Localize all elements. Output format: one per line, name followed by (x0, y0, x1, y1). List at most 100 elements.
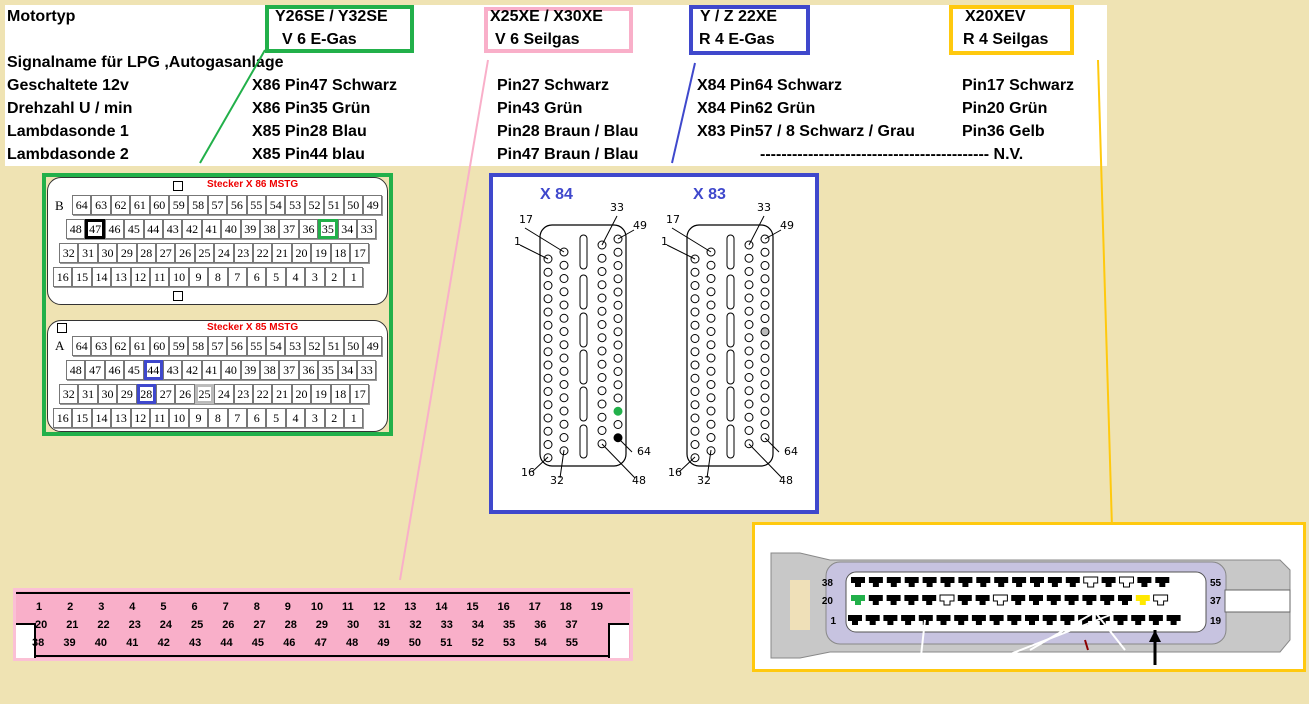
x85-pin-36: 36 (298, 360, 319, 380)
pink-pin-46: 46 (283, 637, 295, 649)
x20xev-pin-16 (1113, 615, 1128, 625)
x83-leader (706, 449, 712, 479)
x84-title: X 84 (540, 186, 573, 203)
x84-pin-2 (543, 267, 553, 277)
x85-pin-14: 14 (91, 408, 112, 428)
x84-slot (579, 274, 588, 310)
x83-pin-label: 48 (779, 474, 793, 487)
pin-number: 24 (159, 619, 173, 631)
x84-pin-54 (613, 300, 623, 310)
connector-latch (790, 580, 810, 630)
x84-pin-3 (543, 281, 553, 290)
yellow-leader-line (1097, 59, 1113, 529)
x85-pin-58: 58 (188, 336, 208, 356)
x83-pin-13 (690, 413, 700, 423)
x20xev-pin-41 (904, 577, 919, 587)
x83-pin-30 (706, 419, 716, 429)
engine-box-yellow (949, 5, 1074, 55)
x84-pin-24 (559, 340, 569, 350)
x86-pin-38: 38 (260, 219, 280, 239)
x83-pin-47 (744, 426, 754, 435)
x86-pin-12: 12 (130, 267, 150, 287)
x86-pin-23: 23 (233, 243, 253, 263)
x86-pin-21: 21 (272, 243, 292, 263)
x86-pin-52: 52 (304, 195, 325, 215)
x84-pin-31 (559, 433, 569, 442)
x84-pin-52 (613, 274, 623, 284)
x84-pin-label: 16 (521, 466, 535, 479)
x83-pin-37 (744, 293, 754, 303)
x85-pin-30: 30 (97, 384, 118, 404)
x86-pin-54: 54 (266, 195, 286, 215)
x84-pin-46 (597, 412, 607, 422)
x86-pin-28: 28 (136, 243, 156, 263)
x86-pin-64: 64 (72, 195, 92, 215)
pin-number: 15 (466, 601, 479, 613)
x20xev-pin-51 (1083, 576, 1099, 588)
connector-edge (36, 655, 608, 657)
x84-pin-56 (613, 327, 623, 337)
x86-pin-25: 25 (194, 243, 215, 263)
pin-number: 43 (189, 637, 202, 649)
engine-model: X20XEV (965, 8, 1026, 25)
pin-number: 55 (565, 637, 579, 649)
pin-number: 1 (36, 601, 43, 613)
x86-pin-4: 4 (285, 267, 306, 287)
engine-box-green (265, 5, 414, 53)
pink-pin-36: 36 (534, 619, 546, 631)
x85-pin-19: 19 (311, 384, 331, 404)
pink-pin-4: 4 (129, 601, 135, 613)
x83-leader (748, 215, 765, 246)
x83-pin-27 (706, 380, 716, 389)
x20xev-pin-40 (886, 577, 901, 587)
pin-number: 26 (222, 619, 235, 631)
pink-pin-25: 25 (191, 619, 203, 631)
pin-number: 16 (497, 601, 510, 613)
x20xev-pin-49 (1047, 577, 1062, 587)
x20xev-row-label: 38 (822, 578, 834, 589)
pin-number: 40 (94, 637, 108, 649)
pink-pin-51: 51 (440, 637, 452, 649)
x85-pin-37: 37 (279, 360, 299, 380)
x86-title: Stecker X 86 MSTG (207, 179, 299, 190)
x84-pin-38 (597, 306, 607, 316)
x85-pin-3: 3 (305, 408, 325, 428)
signal-name: Lambdasonde 1 (7, 123, 129, 140)
engine-model: X25XE / X30XE (490, 8, 603, 25)
pin-number: 51 (440, 637, 453, 649)
x84-pin-11 (543, 387, 553, 396)
pink-pin-27: 27 (253, 619, 265, 631)
x83-pin-label: 16 (668, 466, 682, 479)
x20xev-pin-24 (922, 595, 937, 605)
x83-pin-34 (744, 253, 754, 263)
x85-pin-28: 28 (136, 384, 156, 404)
x85-pin-31: 31 (78, 384, 98, 404)
x20xev-pin-43 (940, 577, 955, 587)
pin-assignment: Pin20 Grün (962, 100, 1048, 117)
pin-number: 44 (220, 637, 233, 649)
x85-pin-46: 46 (104, 360, 125, 380)
x84-pin-30 (559, 419, 569, 429)
pin-number: 19 (590, 601, 604, 613)
x83-pin-label: 49 (780, 219, 794, 232)
pin-number: 45 (251, 637, 265, 649)
x85-pin-18: 18 (330, 384, 350, 404)
x85-pin-15: 15 (72, 408, 92, 428)
x83-pin-21 (706, 300, 716, 310)
x86-pin-22: 22 (253, 243, 273, 263)
pink-pin-5: 5 (160, 601, 166, 613)
pin-number: 14 (435, 601, 448, 613)
x20xev-pin-7 (954, 615, 969, 625)
x84-leader (531, 456, 549, 473)
x83-pin-38 (744, 306, 754, 316)
x83-title: X 83 (693, 186, 726, 203)
pink-pin-18: 18 (560, 601, 572, 613)
x20xev-pin-48 (1030, 577, 1044, 587)
wire (1029, 611, 1096, 651)
x86-pin-20: 20 (291, 243, 312, 263)
pin-number: 7 (222, 601, 229, 613)
x83-slot (726, 312, 735, 348)
pin-assignment: Pin47 Braun / Blau (497, 146, 639, 163)
x86-pin-7: 7 (227, 267, 247, 287)
x20xev-pin-37 (1153, 594, 1169, 606)
